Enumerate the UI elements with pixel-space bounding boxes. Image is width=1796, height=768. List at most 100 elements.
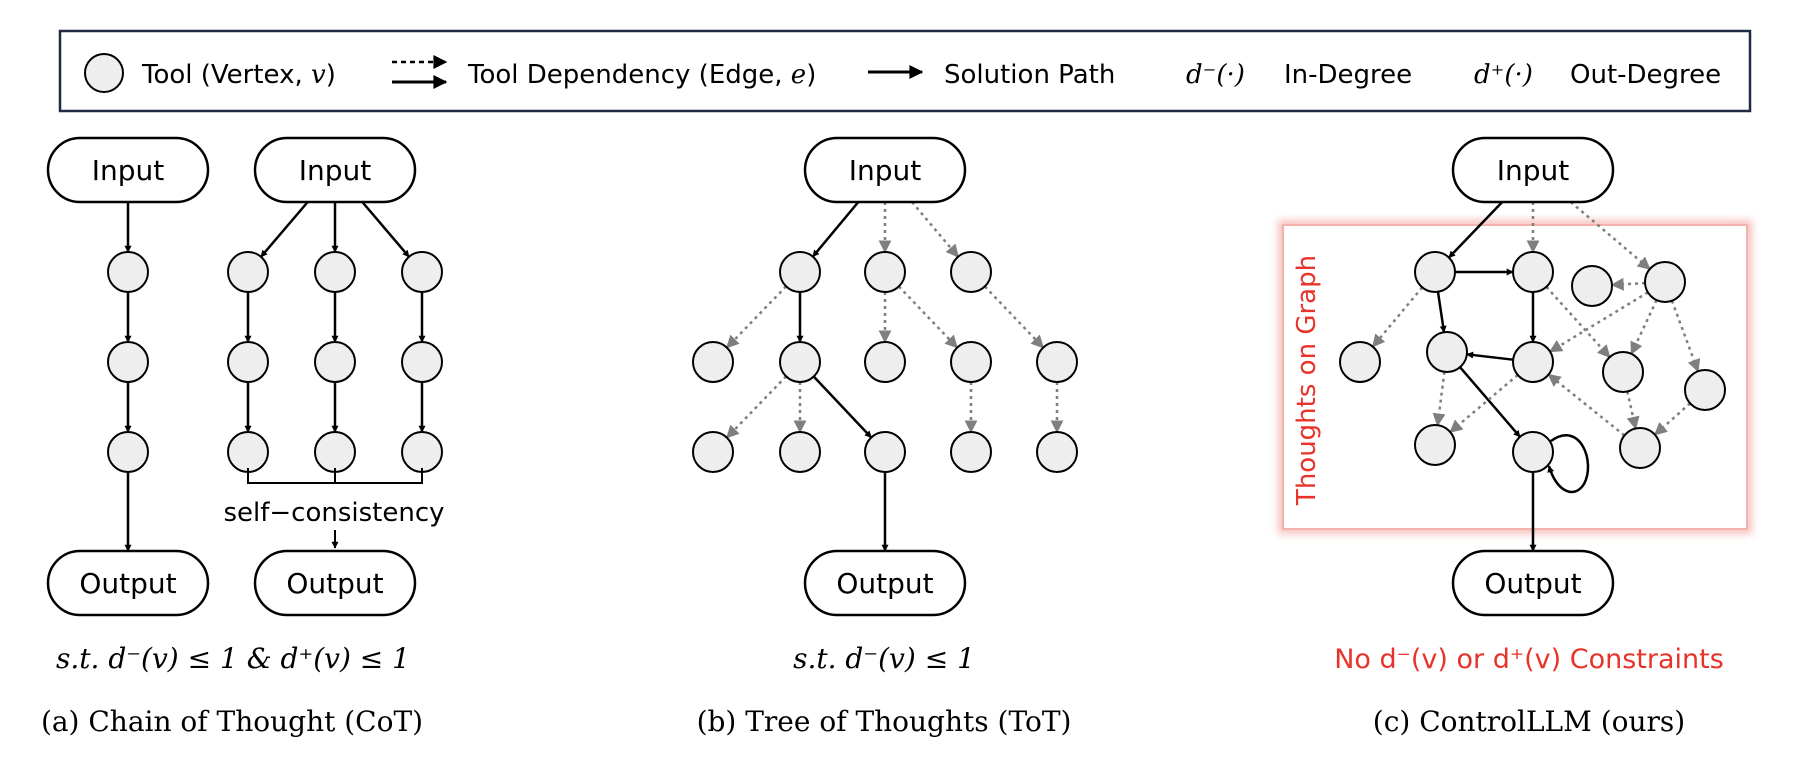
tool-node-g1 bbox=[1414, 251, 1456, 293]
tot-input-label: Input bbox=[849, 154, 922, 187]
controlllm-input-label: Input bbox=[1497, 154, 1570, 187]
tool-node-t9 bbox=[692, 431, 734, 473]
dependency-edge-gIn-g4 bbox=[1569, 201, 1651, 271]
solution-edge-totIn-t1 bbox=[811, 201, 860, 258]
cot-caption: (a) Chain of Thought (CoT) bbox=[41, 705, 423, 738]
dependency-edge-g9-g12 bbox=[1653, 402, 1691, 436]
cot-sc-output-pill: Output bbox=[253, 549, 417, 617]
tool-node-t8 bbox=[1036, 341, 1078, 383]
graph-box-label: Thoughts on Graph bbox=[1292, 255, 1322, 506]
tool-node-s31 bbox=[401, 251, 443, 293]
tool-node-s11 bbox=[227, 251, 269, 293]
tool-node-g10 bbox=[1414, 424, 1456, 466]
cot-input-label: Input bbox=[92, 154, 165, 187]
tool-node-t6 bbox=[864, 341, 906, 383]
cot-sc-input-pill: Input bbox=[253, 136, 417, 204]
cot-constraint: s.t. d⁻(v) ≤ 1 & d⁺(v) ≤ 1 bbox=[56, 642, 410, 675]
cot-sc-output-label: Output bbox=[286, 567, 383, 600]
tool-node-t12 bbox=[950, 431, 992, 473]
legend-solution-text: Solution Path bbox=[944, 60, 1115, 90]
solution-edge-g6-g11 bbox=[1459, 366, 1521, 438]
solution-edge-scIn-s11 bbox=[260, 201, 309, 258]
edges-layer bbox=[124, 201, 1701, 552]
dependency-edge-g4-g8 bbox=[1630, 299, 1658, 356]
tool-node-c3 bbox=[107, 431, 149, 473]
tot-output-label: Output bbox=[836, 567, 933, 600]
tool-node-t10 bbox=[779, 431, 821, 473]
tool-node-g12 bbox=[1619, 427, 1661, 469]
tool-node-s23 bbox=[314, 431, 356, 473]
nodes-layer bbox=[107, 251, 1726, 473]
tool-node-t4 bbox=[692, 341, 734, 383]
dependency-edge-g2-g8 bbox=[1545, 286, 1611, 359]
controlllm-output-pill: Output bbox=[1451, 549, 1615, 617]
tool-node-s21 bbox=[314, 251, 356, 293]
tot-caption: (b) Tree of Thoughts (ToT) bbox=[697, 705, 1072, 738]
tool-node-g11 bbox=[1512, 431, 1554, 473]
tool-node-g2 bbox=[1512, 251, 1554, 293]
dependency-edge-t3-t8 bbox=[983, 285, 1045, 349]
legend-dependency-text: Tool Dependency (Edge, e) bbox=[467, 60, 816, 90]
tool-node-g7 bbox=[1512, 341, 1554, 383]
legend-indegree-text: In-Degree bbox=[1284, 60, 1412, 90]
tool-node-g5 bbox=[1339, 341, 1381, 383]
tool-node-c1 bbox=[107, 251, 149, 293]
tool-node-s33 bbox=[401, 431, 443, 473]
tool-node-t5 bbox=[779, 341, 821, 383]
solution-edge-g7-g6 bbox=[1466, 351, 1514, 361]
tool-node-t1 bbox=[779, 251, 821, 293]
tool-node-c2 bbox=[107, 341, 149, 383]
tool-node-g6 bbox=[1426, 331, 1468, 373]
self-consistency-bracket: self−consistency bbox=[223, 468, 445, 549]
dependency-edge-t2-t7 bbox=[897, 285, 959, 349]
controlllm-caption: (c) ControlLLM (ours) bbox=[1373, 705, 1685, 738]
dependency-edge-totIn-t3 bbox=[911, 201, 960, 258]
legend-indegree-symbol: d⁻(·) bbox=[1186, 60, 1245, 90]
legend-tool-text: Tool (Vertex, v) bbox=[141, 60, 336, 90]
solution-edge-t5-t11 bbox=[812, 375, 873, 439]
dependency-edge-g7-g10 bbox=[1449, 373, 1519, 434]
dependency-edge-t5-t9 bbox=[725, 375, 787, 439]
tool-node-g9 bbox=[1684, 369, 1726, 411]
dependency-edge-g4-g3 bbox=[1610, 277, 1646, 291]
tot-constraint: s.t. d⁻(v) ≤ 1 bbox=[793, 642, 975, 675]
solution-edge-g1-g6 bbox=[1436, 291, 1447, 333]
tool-node-t3 bbox=[950, 251, 992, 293]
cot-output-pill: Output bbox=[46, 549, 210, 617]
tool-node-t7 bbox=[950, 341, 992, 383]
tool-node-s12 bbox=[227, 341, 269, 383]
controlllm-input-pill: Input bbox=[1451, 136, 1615, 204]
legend-tool-icon bbox=[84, 53, 124, 93]
dependency-edge-g12-g7 bbox=[1547, 373, 1626, 437]
controlllm-constraint: No d⁻(v) or d⁺(v) Constraints bbox=[1334, 644, 1724, 675]
dependency-edge-t1-t4 bbox=[725, 285, 787, 349]
tool-node-t2 bbox=[864, 251, 906, 293]
tool-node-s22 bbox=[314, 341, 356, 383]
tot-output-pill: Output bbox=[803, 549, 967, 617]
tot-input-pill: Input bbox=[803, 136, 967, 204]
dependency-edge-g6-g10 bbox=[1432, 371, 1446, 427]
tool-node-s32 bbox=[401, 341, 443, 383]
solution-edge-gIn-g1 bbox=[1447, 201, 1504, 259]
legend-outdegree-text: Out-Degree bbox=[1570, 60, 1721, 90]
tool-node-g8 bbox=[1602, 351, 1644, 393]
dependency-edge-g4-g9 bbox=[1670, 300, 1701, 373]
solution-edge-scIn-s31 bbox=[361, 201, 410, 258]
legend-outdegree-symbol: d⁺(·) bbox=[1474, 60, 1533, 90]
cot-input-pill: Input bbox=[46, 136, 210, 204]
pill-nodes: Input Input Input Input Output Output Ou… bbox=[46, 136, 1615, 617]
self-consistency-label: self−consistency bbox=[223, 498, 444, 528]
tool-node-g4 bbox=[1644, 261, 1686, 303]
controlllm-output-label: Output bbox=[1484, 567, 1581, 600]
legend: Tool (Vertex, v) Tool Dependency (Edge, … bbox=[58, 29, 1752, 113]
cot-sc-input-label: Input bbox=[299, 154, 372, 187]
tool-node-t11 bbox=[864, 431, 906, 473]
tool-node-t13 bbox=[1036, 431, 1078, 473]
tool-node-g3 bbox=[1571, 265, 1613, 307]
dependency-edge-g1-g5 bbox=[1371, 286, 1424, 348]
solution-self-loop-g11 bbox=[1547, 434, 1590, 494]
tool-node-s13 bbox=[227, 431, 269, 473]
cot-output-label: Output bbox=[79, 567, 176, 600]
dependency-edge-g4-g7 bbox=[1548, 291, 1649, 353]
